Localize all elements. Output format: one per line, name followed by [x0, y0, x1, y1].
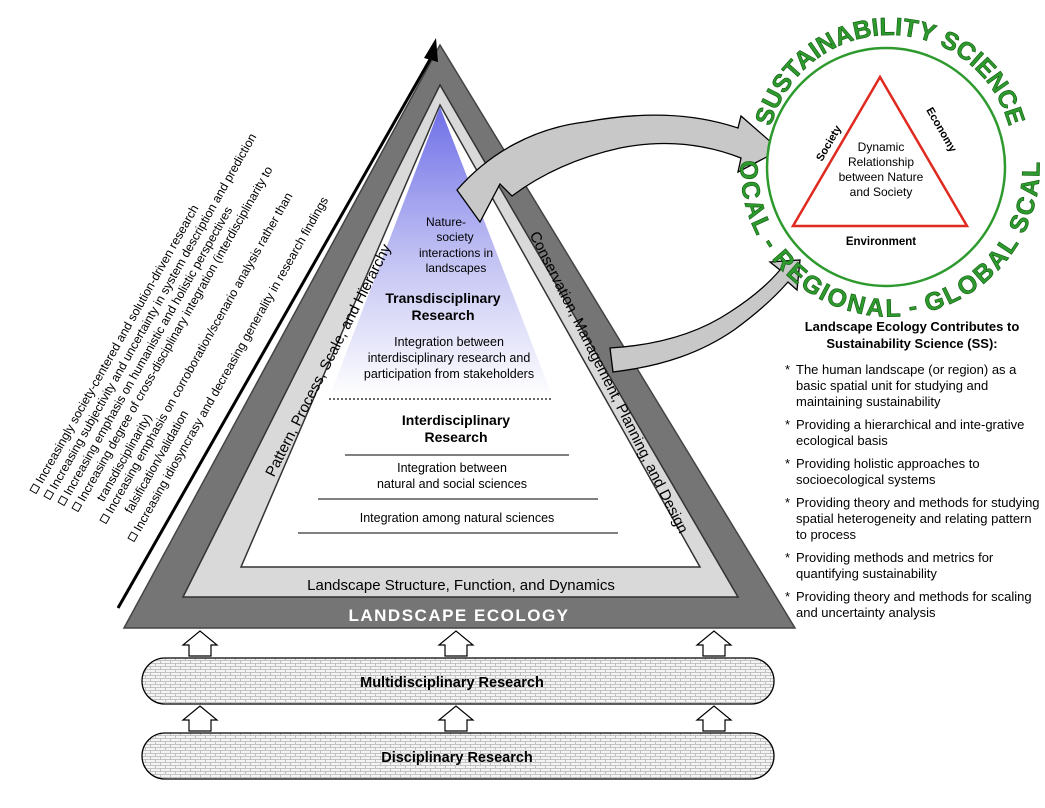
apex-line-1: Nature- [426, 215, 466, 229]
center-line-1: Dynamic [858, 140, 905, 154]
up-arrows-lower [181, 705, 733, 732]
transdisciplinary-desc-1: Integration between [394, 335, 504, 349]
asterisk-icon: * [785, 456, 791, 471]
disciplinary-label: Disciplinary Research [381, 750, 533, 766]
asterisk-icon: * [785, 589, 791, 604]
contributions-panel: Landscape Ecology Contributes to Sustain… [782, 318, 1042, 628]
lower-curved-arrow-icon [609, 259, 801, 373]
contributions-title: Landscape Ecology Contributes to Sustain… [782, 318, 1042, 352]
trend-arrowhead-icon [424, 38, 438, 62]
asterisk-icon: * [785, 550, 791, 565]
contribution-text: Providing a hierarchical and inte-grativ… [796, 417, 1025, 448]
contribution-text: Providing methods and metrics for quanti… [796, 550, 994, 581]
checkbox-icon [127, 531, 139, 543]
up-arrow-icon [181, 705, 219, 732]
up-arrow-icon [437, 705, 475, 732]
center-line-2: Relationship [848, 155, 914, 169]
contribution-item: * Providing holistic approaches to socioe… [782, 456, 1042, 488]
up-arrow-icon [695, 705, 733, 732]
transdisciplinary-desc-3: participation from stakeholders [364, 367, 534, 381]
contribution-item: * Providing theory and methods for studyi… [782, 495, 1042, 543]
multidisciplinary-label: Multidisciplinary Research [360, 675, 544, 691]
contribution-item: * The human landscape (or region) as a ba… [782, 362, 1042, 410]
interdisciplinary-desc-2: natural and social sciences [377, 477, 527, 491]
checkbox-icon [43, 489, 55, 501]
contributions-title-line-1: Landscape Ecology Contributes to [804, 319, 1020, 334]
environment-label: Environment [846, 236, 916, 248]
sustainability-triangle [790, 74, 970, 228]
asterisk-icon: * [785, 417, 791, 432]
interdisciplinary-desc-3: Integration among natural sciences [360, 511, 555, 525]
apex-line-4: landscapes [426, 261, 487, 275]
asterisk-icon: * [785, 362, 791, 377]
up-arrow-icon [181, 630, 219, 657]
transdisciplinary-title-1: Transdisciplinary [385, 290, 500, 306]
interdisciplinary-title-1: Interdisciplinary [402, 412, 510, 428]
checkbox-icon [71, 501, 83, 513]
contribution-item: * Providing theory and methods for scalin… [782, 589, 1042, 621]
up-arrow-icon [695, 630, 733, 657]
multidisciplinary-bar [141, 657, 775, 705]
disciplinary-bar [141, 732, 775, 780]
apex-line-3: interactions in [419, 246, 493, 260]
interdisciplinary-desc-1: Integration between [397, 461, 507, 475]
apex-line-2: society [436, 230, 473, 244]
checkbox-icon [57, 495, 69, 507]
checkbox-icon [99, 513, 111, 525]
landscape-ecology-label: LANDSCAPE ECOLOGY [348, 606, 569, 625]
center-line-3: between Nature [839, 170, 924, 184]
checkbox-icon [29, 483, 41, 495]
up-arrows-upper [181, 630, 733, 657]
trend-arrow-line [116, 55, 434, 609]
transdisciplinary-shade [329, 107, 553, 398]
contribution-text: Providing holistic approaches to socioec… [796, 456, 980, 487]
base-band-label: Landscape Structure, Function, and Dynam… [307, 577, 615, 594]
contribution-text: Providing theory and methods for scaling… [796, 589, 1032, 620]
contribution-text: The human landscape (or region) as a bas… [796, 362, 1017, 409]
contribution-item: * Providing a hierarchical and inte-grati… [782, 417, 1042, 449]
asterisk-icon: * [785, 495, 791, 510]
contribution-text: Providing theory and methods for studyin… [796, 495, 1040, 542]
interdisciplinary-title-2: Research [424, 429, 487, 445]
up-arrow-icon [437, 630, 475, 657]
center-line-4: and Society [850, 185, 913, 199]
contributions-title-line-2: Sustainability Science (SS): [826, 336, 998, 351]
contribution-item: * Providing methods and metrics for quant… [782, 550, 1042, 582]
transdisciplinary-title-2: Research [411, 307, 474, 323]
transdisciplinary-desc-2: interdisciplinary research and [368, 351, 531, 365]
